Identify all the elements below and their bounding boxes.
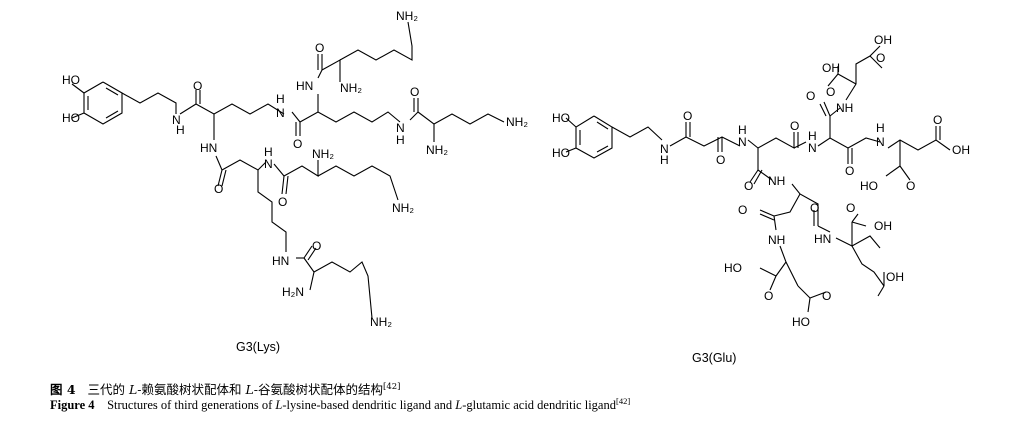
- caption-en-italic-a: L: [275, 398, 283, 413]
- caption-cn-italic-b: L: [245, 382, 254, 397]
- glu-atom: OH: [874, 219, 892, 233]
- lys-atom: O: [315, 41, 324, 55]
- glu-atom: HO: [724, 261, 742, 275]
- lys-atom: NH₂: [312, 147, 334, 161]
- glu-atom: N: [660, 142, 669, 156]
- caption-en-text-b: -lysine-based dendritic ligand and: [282, 398, 456, 413]
- lys-bonds: [71, 21, 505, 319]
- glu-atom-labels: HO HO H N O O H N O OH O OH O NH O N H O…: [552, 33, 970, 329]
- glu-atom: HO: [860, 179, 878, 193]
- lysine-structure-label: G3(Lys): [236, 340, 280, 354]
- glu-atom: HO: [792, 315, 810, 329]
- lys-atom: O: [278, 195, 287, 209]
- glu-atom: NH: [768, 233, 785, 247]
- caption-cn-reference: [42]: [383, 381, 401, 392]
- lys-atom: NH₂: [370, 315, 392, 329]
- glu-atom: O: [716, 153, 725, 167]
- glutamic-structure-label: G3(Glu): [692, 351, 737, 365]
- caption-en-text-c: -glutamic acid dendritic ligand: [462, 398, 616, 413]
- glu-atom: O: [744, 179, 753, 193]
- lys-atom: N: [396, 121, 405, 135]
- caption-en-label: Figure 4: [50, 398, 95, 413]
- caption-en-text-a: Structures of third generations of: [107, 398, 276, 413]
- glu-atom: HO: [552, 146, 570, 160]
- glu-atom: H: [808, 129, 817, 143]
- caption-cn-text-b: -赖氨酸树状配体和: [137, 382, 246, 397]
- glu-atom: O: [683, 109, 692, 123]
- lys-atom: O: [410, 85, 419, 99]
- lys-atom: HO: [62, 73, 80, 87]
- lys-atom: N: [264, 157, 273, 171]
- lys-atom: N: [172, 113, 181, 127]
- lys-atom: H: [176, 123, 185, 137]
- lys-atom: O: [193, 79, 202, 93]
- glu-atom: O: [876, 51, 885, 65]
- caption-cn-text-a: 三代的: [87, 382, 129, 397]
- caption-en-italic-b: L: [455, 398, 463, 413]
- caption-cn-text-c: -谷氨酸树状配体的结构: [253, 382, 384, 397]
- lys-atom: H: [276, 92, 285, 106]
- glu-atom: O: [822, 289, 831, 303]
- glu-atom: O: [845, 164, 854, 178]
- glu-atom: H: [738, 123, 747, 137]
- lys-atom: HO: [62, 111, 80, 125]
- caption-english: Figure 4 Structures of third generations…: [50, 396, 630, 413]
- lys-atom: HN: [296, 79, 313, 93]
- lys-atom: H: [396, 133, 405, 147]
- lys-atom: NH₂: [426, 143, 448, 157]
- caption-en-reference: [42]: [615, 396, 631, 406]
- caption-chinese: 图 4 三代的 L-赖氨酸树状配体和 L-谷氨酸树状配体的结构[42]: [50, 379, 400, 398]
- lys-atom: N: [276, 106, 285, 120]
- glu-atom: N: [738, 135, 747, 149]
- glu-bonds: [565, 45, 951, 313]
- glu-atom: O: [790, 119, 799, 133]
- glu-atom: H: [876, 121, 885, 135]
- caption-cn-italic-a: L: [128, 382, 138, 397]
- lys-atom-labels: HO HO H N O NH₂ O HN NH₂ H N O HN O N H …: [62, 9, 528, 329]
- glu-atom: HN: [814, 232, 831, 246]
- lys-atom: HN: [200, 141, 217, 155]
- lys-atom: NH₂: [340, 81, 362, 95]
- glu-atom: N: [876, 135, 885, 149]
- glu-atom: O: [826, 85, 835, 99]
- lys-atom: NH₂: [396, 9, 418, 23]
- glu-atom: NH: [836, 101, 853, 115]
- glu-atom: OH: [952, 143, 970, 157]
- glu-atom: OH: [886, 270, 904, 284]
- glu-atom: NH: [768, 174, 785, 188]
- lys-atom: HN: [272, 254, 289, 268]
- glu-atom: O: [933, 113, 942, 127]
- glu-atom: H: [660, 153, 669, 167]
- lys-atom: NH₂: [506, 115, 528, 129]
- lys-atom: O: [293, 137, 302, 151]
- glu-atom: O: [738, 203, 747, 217]
- glu-atom: OH: [874, 33, 892, 47]
- glu-atom: O: [906, 179, 915, 193]
- glu-atom: O: [846, 201, 855, 215]
- glu-atom: O: [764, 289, 773, 303]
- glu-atom: OH: [822, 61, 840, 75]
- lys-atom: NH₂: [392, 201, 414, 215]
- glu-atom: O: [810, 201, 819, 215]
- glu-atom: N: [808, 141, 817, 155]
- lys-atom: H: [264, 145, 273, 159]
- caption-cn-label: 图 4: [50, 382, 76, 397]
- glu-atom: HO: [552, 111, 570, 125]
- glu-atom: O: [806, 89, 815, 103]
- lys-atom: O: [312, 239, 321, 253]
- lys-atom: H₂N: [282, 285, 304, 299]
- lys-atom: O: [214, 182, 223, 196]
